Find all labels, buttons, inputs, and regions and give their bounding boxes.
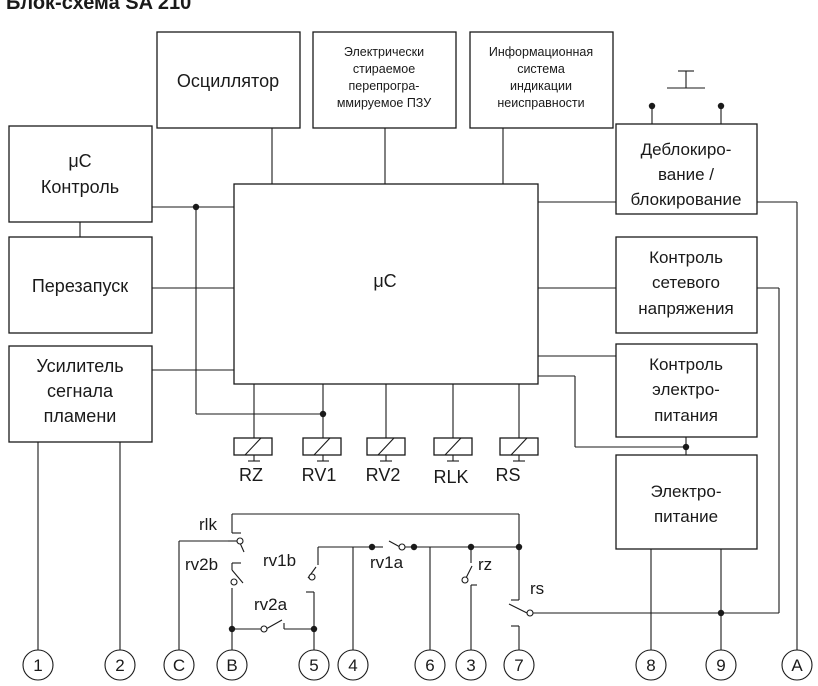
fault-info-line-1: Информационная: [489, 45, 593, 59]
mains-control-line-1: Контроль: [649, 248, 723, 267]
terminal-b: B: [216, 649, 248, 681]
svg-text:8: 8: [646, 656, 655, 675]
mains-control-line-2: сетевого: [652, 273, 720, 292]
wiring: [37, 70, 798, 653]
mains-control-line-3: напряжения: [638, 299, 733, 318]
svg-text:6: 6: [425, 656, 434, 675]
eeprom-line-1: Электрически: [344, 45, 424, 59]
contact-label-rs: rs: [530, 579, 544, 598]
terminal-1: 1: [22, 649, 54, 681]
contact-label-rv1b: rv1b: [263, 551, 296, 570]
contact-open-dots: [230, 537, 534, 633]
block-eeprom: Электрически стираемое перепрогра- ммиру…: [312, 31, 457, 129]
flame-amp-line-2: сегнала: [47, 381, 114, 401]
block-power-supply: Электро- питание: [615, 454, 758, 550]
power-supply-line-2: питание: [654, 507, 718, 526]
contact-labels: rlk rv2b rv1b rv2a rv1a rz rs: [185, 515, 544, 614]
unlock-line-3: блокирование: [630, 190, 741, 209]
relay-rlk: RLK: [433, 437, 473, 487]
terminal-5: 5: [298, 649, 330, 681]
contact-label-rv1a: rv1a: [370, 553, 404, 572]
relay-label-rv1: RV1: [302, 465, 337, 485]
svg-text:2: 2: [115, 656, 124, 675]
block-mains-control: Контроль сетевого напряжения: [615, 236, 758, 334]
svg-text:3: 3: [466, 656, 475, 675]
eeprom-line-3: перепрогра-: [349, 79, 420, 93]
eeprom-line-4: ммируемое ПЗУ: [337, 96, 431, 110]
power-control-line-2: электро-: [652, 380, 720, 399]
svg-text:C: C: [173, 656, 185, 675]
terminals: 1 2 C B 5 4 6 3: [22, 649, 813, 681]
svg-text:A: A: [791, 656, 803, 675]
terminal-9: 9: [705, 649, 737, 681]
relay-label-rs: RS: [495, 465, 520, 485]
eeprom-line-2: стираемое: [353, 62, 415, 76]
block-power-control: Контроль электро- питания: [615, 343, 758, 438]
terminal-2: 2: [104, 649, 136, 681]
svg-text:B: B: [226, 656, 237, 675]
block-unlock: Деблокиро- вание / блокирование: [615, 123, 758, 215]
power-supply-line-1: Электро-: [650, 482, 721, 501]
relay-rv2: RV2: [366, 437, 406, 485]
svg-text:7: 7: [514, 656, 523, 675]
block-flame-amplifier: Усилитель сегнала пламени: [8, 345, 153, 443]
power-control-line-1: Контроль: [649, 355, 723, 374]
flame-amp-line-1: Усилитель: [36, 356, 123, 376]
terminal-6: 6: [414, 649, 446, 681]
unlock-line-1: Деблокиро-: [641, 140, 732, 159]
contact-label-rz: rz: [478, 555, 492, 574]
block-uc-control: μC Контроль: [8, 125, 153, 223]
svg-text:4: 4: [348, 656, 357, 675]
block-microcontroller: μC: [233, 183, 539, 385]
relay-coils: RZ RV1 RV2 RLK RS: [233, 437, 539, 487]
contact-label-rlk: rlk: [199, 515, 217, 534]
terminal-8: 8: [635, 649, 667, 681]
terminal-7: 7: [503, 649, 535, 681]
uc-label: μC: [373, 271, 396, 291]
terminal-a: A: [781, 649, 813, 681]
svg-text:5: 5: [309, 656, 318, 675]
restart-label: Перезапуск: [32, 276, 128, 296]
terminal-3: 3: [455, 649, 487, 681]
terminal-c: C: [163, 649, 195, 681]
oscillator-label: Осциллятор: [177, 71, 279, 91]
relay-rv1: RV1: [302, 437, 342, 485]
terminal-4: 4: [337, 649, 369, 681]
svg-text:9: 9: [716, 656, 725, 675]
relay-rs: RS: [495, 437, 539, 485]
unlock-line-2: вание /: [658, 165, 714, 184]
svg-text:1: 1: [33, 656, 42, 675]
fault-info-line-4: неисправности: [497, 96, 584, 110]
uc-control-line-2: Контроль: [41, 177, 119, 197]
block-restart: Перезапуск: [8, 236, 153, 334]
relay-label-rz: RZ: [239, 465, 263, 485]
contact-label-rv2a: rv2a: [254, 595, 288, 614]
contact-label-rv2b: rv2b: [185, 555, 218, 574]
relay-label-rv2: RV2: [366, 465, 401, 485]
flame-amp-line-3: пламени: [44, 406, 117, 426]
relay-label-rlk: RLK: [433, 467, 468, 487]
diagram-title: Блок-схема SA 210: [6, 0, 191, 14]
fault-info-line-3: индикации: [510, 79, 572, 93]
uc-control-line-1: μC: [68, 151, 91, 171]
junction-dots: [192, 102, 725, 633]
block-oscillator: Осциллятор: [156, 31, 301, 129]
relay-rz: RZ: [233, 437, 273, 485]
block-fault-info: Информационная система индикации неиспра…: [469, 31, 614, 129]
power-control-line-3: питания: [654, 406, 718, 425]
fault-info-line-2: система: [517, 62, 565, 76]
